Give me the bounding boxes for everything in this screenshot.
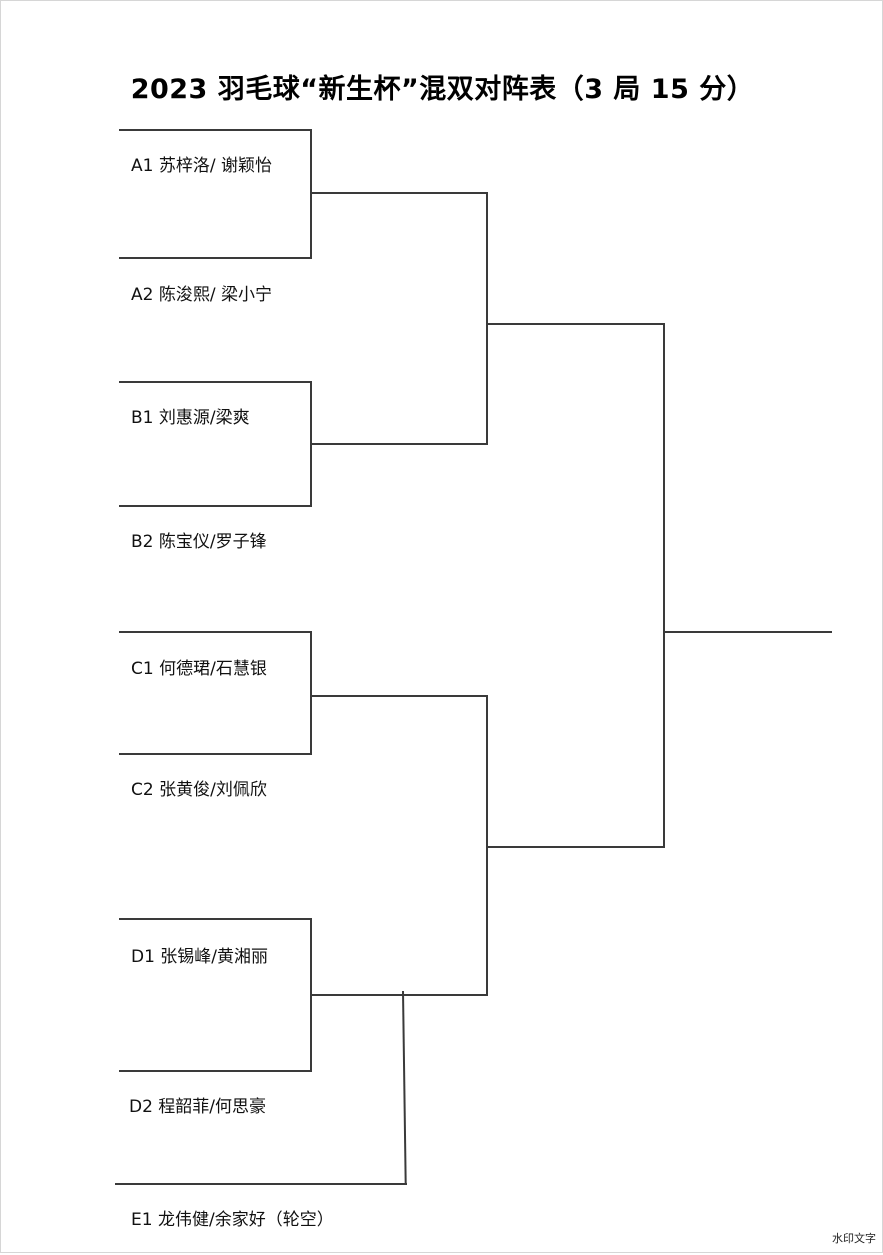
bracket-connector-a: [310, 129, 312, 259]
team-b2: B2 陈宝仪/罗子锋: [131, 532, 267, 552]
team-e1: E1 龙伟健/余家好（轮空）: [131, 1210, 334, 1230]
team-b1: B1 刘惠源/梁爽: [131, 408, 250, 428]
bracket-line-b2: [119, 505, 312, 507]
bracket-line-winner-d: [310, 994, 488, 996]
bracket-line-d2: [119, 1070, 312, 1072]
bracket-line-winner-b: [310, 443, 488, 445]
bracket-connector-ab: [486, 192, 488, 445]
watermark-text: 水印文字: [832, 1232, 876, 1245]
bracket-connector-c: [310, 631, 312, 755]
bracket-connector-e1: [402, 990, 407, 1185]
bracket-line-winner-cd: [486, 846, 665, 848]
bracket-line-winner-ab: [486, 323, 665, 325]
bracket-line-winner-c: [310, 695, 488, 697]
bracket-line-e1: [115, 1183, 407, 1185]
team-d2: D2 程韶菲/何思豪: [129, 1097, 267, 1117]
team-a1: A1 苏梓洛/ 谢颖怡: [131, 156, 272, 176]
bracket-line-c2: [119, 753, 312, 755]
bracket-line-c1: [119, 631, 312, 633]
team-c2: C2 张黄俊/刘佩欣: [131, 780, 267, 800]
bracket-line-a1: [119, 129, 312, 131]
bracket-line-d1: [119, 918, 312, 920]
team-a2: A2 陈浚熙/ 梁小宁: [131, 285, 272, 305]
bracket-line-b1: [119, 381, 312, 383]
team-d1: D1 张锡峰/黄湘丽: [131, 947, 269, 967]
page-title: 2023 羽毛球“新生杯”混双对阵表（3 局 15 分）: [130, 74, 755, 105]
bracket-connector-cd: [486, 695, 488, 996]
bracket-line-winner-a: [310, 192, 488, 194]
bracket-connector-final: [663, 323, 665, 848]
team-c1: C1 何德珺/石慧银: [131, 659, 267, 679]
bracket-line-a2: [119, 257, 312, 259]
bracket-line-champion: [663, 631, 832, 633]
